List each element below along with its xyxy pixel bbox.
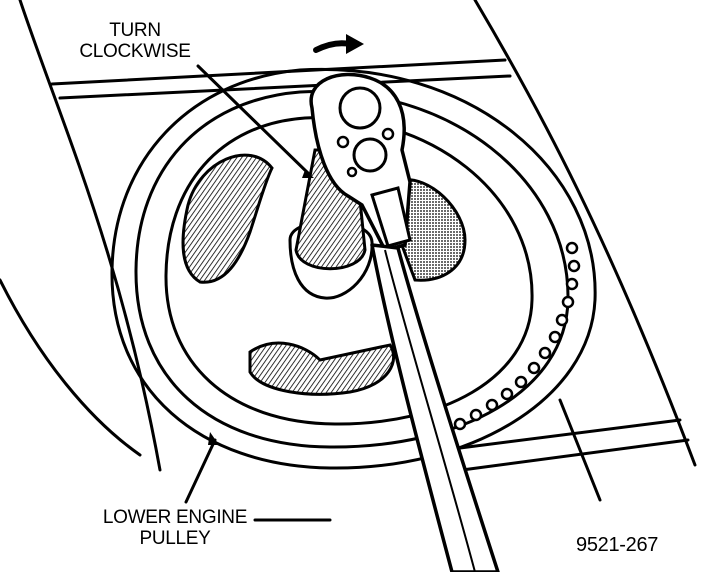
bottom-window <box>248 341 396 396</box>
direction-lever <box>370 186 412 248</box>
ratchet-pivot <box>338 86 382 130</box>
bracket-leg <box>558 398 602 502</box>
lower-rail-inner <box>460 438 690 472</box>
breaker-bar <box>370 243 500 572</box>
turn-label-line1: TURN <box>109 20 161 41</box>
figure-number: 9521-267 <box>576 534 659 556</box>
pulley-rim <box>134 90 570 449</box>
turn-label-line2: CLOCKWISE <box>79 41 191 62</box>
pulley-leader <box>184 438 217 504</box>
housing-outline <box>18 0 162 472</box>
left-window <box>181 153 274 284</box>
pulley-label-line1: LOWER ENGINE <box>102 507 248 528</box>
lower-engine-pulley-label: LOWER ENGINE PULLEY <box>80 507 270 549</box>
turn-clockwise-label: TURN CLOCKWISE <box>60 20 210 62</box>
lower-rail <box>458 418 682 450</box>
pulley-label-line2: PULLEY <box>139 528 211 549</box>
turn-leader <box>196 64 312 177</box>
pulley-face <box>164 116 534 426</box>
upper-rail-inner <box>58 74 512 100</box>
lower-cover-line <box>0 278 142 457</box>
pulley-outer-ring <box>110 67 597 470</box>
housing-edge-right <box>473 0 697 467</box>
clockwise-arrow-icon <box>313 34 364 54</box>
timing-holes <box>453 241 581 431</box>
right-window <box>398 178 467 282</box>
